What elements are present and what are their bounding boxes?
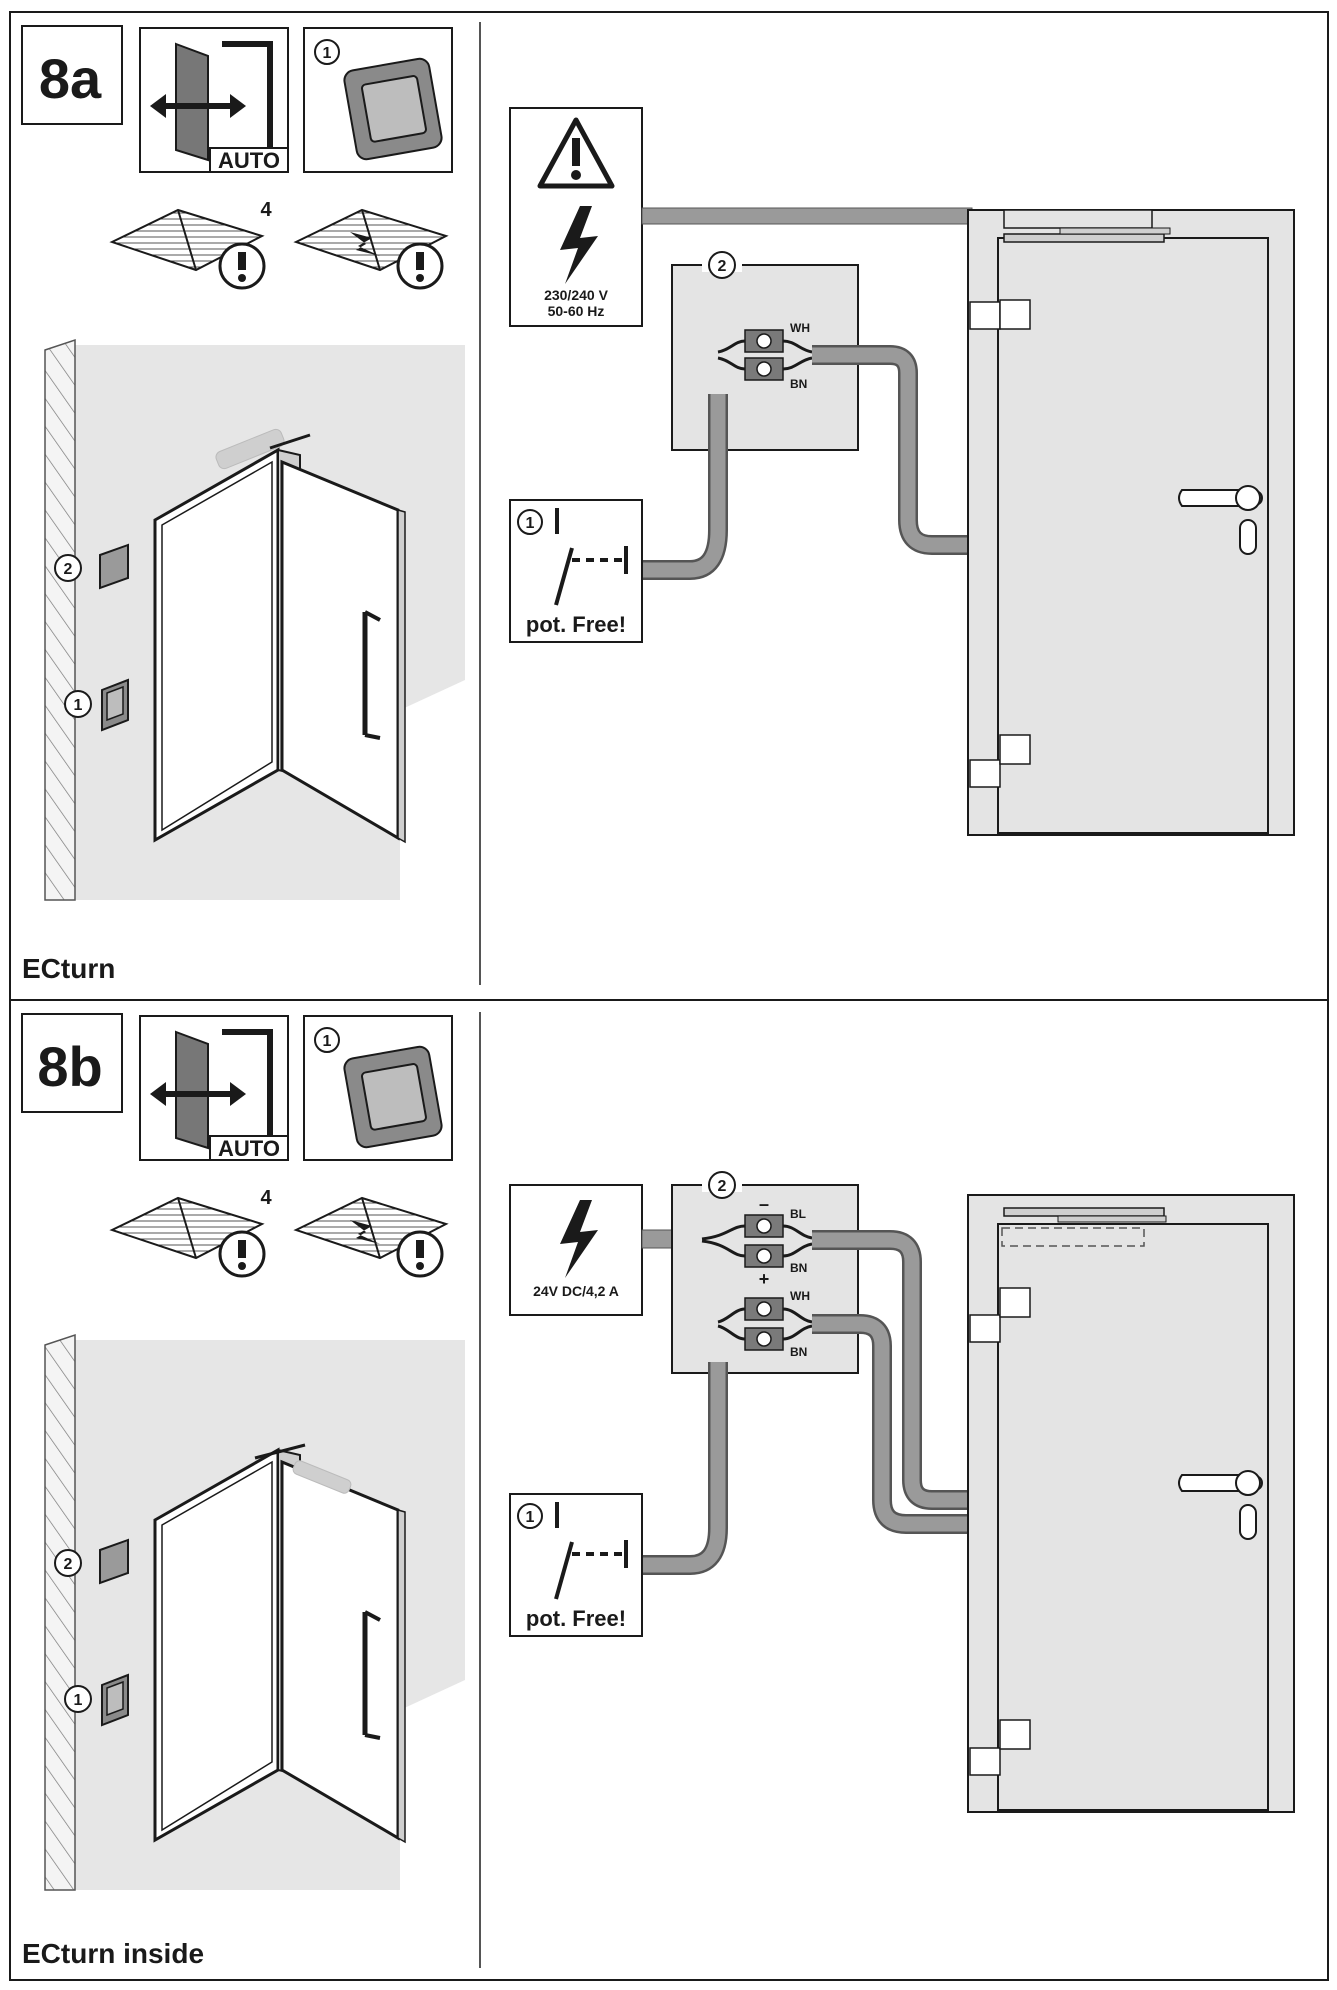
auto-mode-icon-8b: AUTO xyxy=(139,1015,289,1161)
lightning-icon-8b xyxy=(560,1200,598,1278)
junction-number-8b: 2 xyxy=(718,1178,727,1195)
junction-box-wall-8b: 2 xyxy=(54,1538,129,1585)
wall-switch-8b: 1 xyxy=(64,1673,129,1727)
manual-electrical-warning-icon-8b xyxy=(293,1196,449,1278)
concealed-operator-outline xyxy=(1001,1227,1145,1247)
switch-cable-8b xyxy=(642,1362,728,1575)
wall-label-1-8a: 1 xyxy=(74,697,83,714)
minus-sign: – xyxy=(759,1194,769,1214)
panel-8a-caption: ECturn xyxy=(22,953,115,984)
wall-label-2-8a: 2 xyxy=(64,561,73,578)
wire-4-label: BN xyxy=(790,1345,807,1359)
manual-page-number-8b: 4 xyxy=(260,1187,272,1209)
panel-8b: 8b AUTO 1 4 xyxy=(21,1013,1295,1969)
mains-supply-box: 230/240 V 50-60 Hz xyxy=(509,107,643,327)
panel-8a-label: 8a xyxy=(39,47,102,110)
switch-icon-number-8b: 1 xyxy=(323,1033,332,1050)
mains-frequency: 50-60 Hz xyxy=(548,303,605,319)
manual-electrical-warning-icon xyxy=(293,208,449,290)
manual-warning-icon-8b: 4 xyxy=(109,1187,272,1278)
switch-box-number-8a: 1 xyxy=(526,515,535,532)
wire-top-label-8a: WH xyxy=(790,321,810,335)
wire-2-label: BN xyxy=(790,1261,807,1275)
door-elevation-8a xyxy=(967,209,1295,836)
panel-8b-frame xyxy=(9,999,1329,1981)
switch-icon: 1 xyxy=(303,27,453,173)
switch-icon-8b: 1 xyxy=(303,1015,453,1161)
wall-label-2-8b: 2 xyxy=(64,1556,73,1573)
lightning-icon xyxy=(560,206,598,284)
junction-number-8a: 2 xyxy=(718,258,727,275)
door-operator-8b xyxy=(292,1460,352,1494)
dc-supply-box: 24V DC/4,2 A xyxy=(509,1184,643,1316)
manual-warning-icon: 4 xyxy=(109,199,272,290)
panel-8a: 8a AUTO 1 4 xyxy=(21,25,1295,984)
auto-mode-icon: AUTO xyxy=(139,27,289,173)
door-scene-8a: 2 1 xyxy=(44,338,465,901)
switch-note-8b: pot. Free! xyxy=(526,1606,626,1631)
panel-8b-label-box xyxy=(21,1013,123,1113)
switch-note-8a: pot. Free! xyxy=(526,612,626,637)
auto-label-8b: AUTO xyxy=(218,1136,280,1161)
wall-switch-8a: 1 xyxy=(64,678,129,732)
door-operator-8a xyxy=(215,428,285,470)
wire-3-label: WH xyxy=(790,1289,810,1303)
mains-voltage: 230/240 V xyxy=(544,287,608,303)
door-elevation-8b xyxy=(967,1194,1295,1813)
panel-8b-label: 8b xyxy=(37,1035,102,1098)
wire-bottom-label-8a: BN xyxy=(790,377,807,391)
mains-cable xyxy=(641,207,973,225)
manual-page-number: 4 xyxy=(260,199,272,221)
panel-8a-label-box xyxy=(21,25,123,125)
auto-label: AUTO xyxy=(218,148,280,173)
wire-1-label: BL xyxy=(790,1207,806,1221)
switch-icon-number: 1 xyxy=(323,45,332,62)
switch-box-8b: 1 pot. Free! xyxy=(509,1493,643,1637)
supply-spec: 24V DC/4,2 A xyxy=(533,1283,619,1299)
panel-8b-caption: ECturn inside xyxy=(22,1938,204,1969)
junction-box-8b: 2 – + BL BN WH BN xyxy=(671,1171,859,1374)
wall-label-1-8b: 1 xyxy=(74,1692,83,1709)
plus-sign: + xyxy=(759,1269,770,1289)
switch-box-8a: 1 pot. Free! xyxy=(509,499,643,643)
door-scene-8b: 2 1 xyxy=(44,1333,465,1891)
junction-box-wall-8a: 2 xyxy=(54,543,129,590)
switch-box-number-8b: 1 xyxy=(526,1509,535,1526)
